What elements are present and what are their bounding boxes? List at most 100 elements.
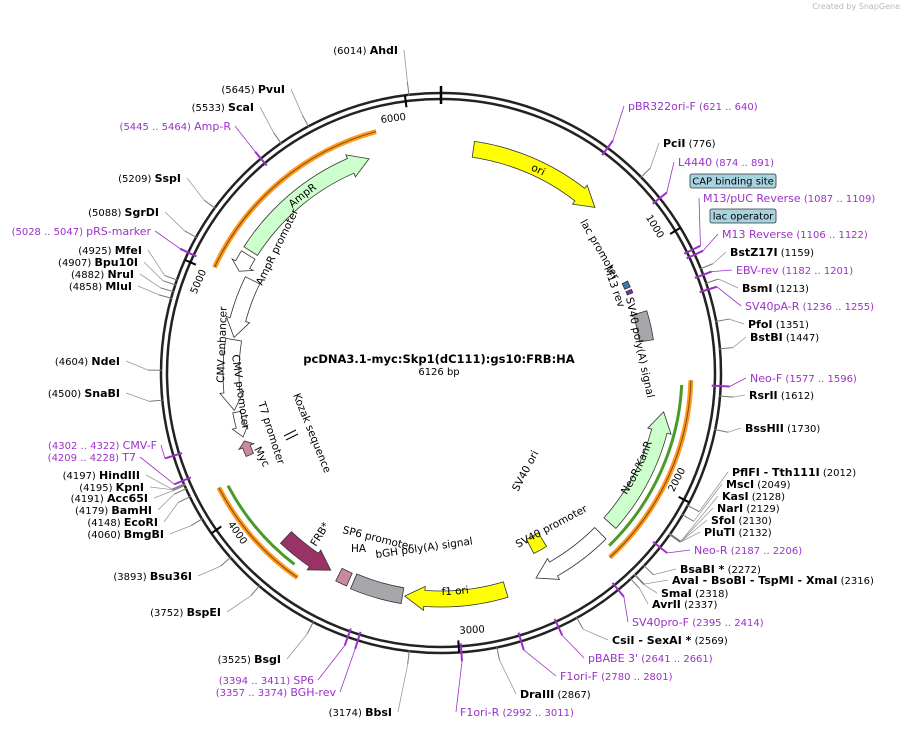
enzyme-tick	[149, 399, 164, 402]
ha-label: HA	[351, 543, 367, 555]
primer-tick	[686, 249, 704, 260]
enzyme-bstz17i: BstZ17I (1159)	[730, 246, 814, 259]
primer-tick	[601, 140, 614, 156]
primer-range: (2992 .. 3011)	[502, 708, 574, 719]
enzyme-bbsi: (3174) BbsI	[329, 706, 392, 719]
enzyme-leader	[693, 483, 723, 522]
enzyme-ahdi: (6014) AhdI	[333, 44, 398, 57]
sv40-polyA-label: SV40 poly(A) signal	[623, 296, 656, 399]
enzyme-bpu10i: (4907) Bpu10I	[58, 256, 138, 269]
primer-bgh-rev: (3357 .. 3374) BGH-rev	[216, 686, 337, 699]
enzyme-avrii: AvrII (2337)	[652, 598, 717, 611]
enzyme-position: (5645)	[221, 85, 254, 96]
enzyme-position: (2569)	[695, 636, 728, 647]
primer-range: (1182 .. 1201)	[782, 266, 854, 277]
primer-t7: (4209 .. 4228) T7	[48, 451, 136, 464]
enzyme-leader	[644, 579, 669, 585]
enzyme-position: (6014)	[333, 46, 366, 57]
enzyme-tick	[164, 275, 179, 281]
enzyme-nari: NarI (2129)	[717, 502, 780, 515]
primer-range: (874 .. 891)	[715, 158, 774, 169]
enzyme-position: (4907)	[58, 258, 91, 269]
primer-name: pRS-marker	[86, 225, 151, 238]
neo-green-line	[608, 384, 684, 547]
ruler-label: 3000	[459, 624, 485, 637]
primer-leader	[139, 456, 175, 485]
primer-name: L4440	[678, 156, 712, 169]
enzyme-tick	[686, 504, 700, 513]
primer-sp6: (3394 .. 3411) SP6	[219, 674, 314, 687]
primer-range: (3394 .. 3411)	[219, 676, 291, 687]
enzyme-position: (3525)	[218, 655, 251, 666]
primer-leader	[523, 649, 557, 677]
enzyme-tick	[171, 483, 186, 490]
enzyme-leader	[143, 261, 164, 281]
enzyme-name: NarI	[717, 502, 743, 515]
m13-rev-label: M13 rev	[601, 265, 627, 309]
ruler-tick	[457, 640, 461, 653]
kozak-label: Kozak sequence	[290, 392, 333, 475]
lac-promoter-block	[621, 280, 631, 290]
enzyme-position: (5088)	[88, 208, 121, 219]
enzyme-tick	[158, 294, 173, 299]
enzyme-name: CsiI - SexAI *	[612, 634, 692, 647]
ruler-tick	[669, 226, 681, 235]
primer-tick	[354, 631, 362, 650]
primer-leader	[666, 161, 675, 193]
enzyme-tick	[406, 81, 410, 96]
primer-leader	[561, 635, 585, 659]
enzyme-position: (776)	[689, 139, 716, 150]
enzyme-leader	[186, 177, 205, 201]
enzyme-tick	[705, 278, 719, 284]
enzyme-sspi: (5209) SspI	[118, 172, 181, 185]
primer-name: BGH-rev	[290, 686, 336, 699]
enzyme-name: BsgI	[254, 653, 281, 666]
enzyme-tick	[718, 347, 733, 350]
primer-range: (5028 .. 5047)	[12, 227, 84, 238]
enzyme-name: Bsu36I	[150, 570, 192, 583]
cap-binding-site: CAP binding site	[692, 177, 774, 188]
primer-leader	[612, 105, 625, 141]
enzyme-bsu36i: (3893) Bsu36I	[113, 570, 192, 583]
enzyme-position: (3174)	[329, 708, 362, 719]
enzyme-name: KasI	[722, 490, 749, 503]
cmv-promoter-arrow	[219, 337, 245, 412]
primer-tick	[711, 384, 730, 388]
enzyme-leader	[727, 427, 742, 433]
enzyme-snabi: (4500) SnaBI	[48, 387, 120, 400]
primer-name: Neo-F	[750, 372, 782, 385]
primer-name: M13/pUC Reverse	[703, 192, 801, 205]
enzyme-pflfi-tth111i: PflFI - Tth111I (2012)	[732, 466, 856, 479]
cap-binding-site-box	[689, 173, 777, 189]
enzyme-name: BamHI	[111, 504, 152, 517]
enzyme-position: (1159)	[781, 248, 814, 259]
cmv-enhancer-label: CMV enhancer	[215, 306, 230, 383]
primer-range: (5445 .. 5464)	[120, 122, 192, 133]
neor-arrow	[603, 411, 672, 530]
enzyme-position: (1612)	[781, 391, 814, 402]
enzyme-leader	[125, 392, 150, 402]
enzyme-tick	[306, 621, 315, 634]
lac-operator: lac operator	[713, 212, 774, 223]
enzyme-tick	[220, 556, 232, 567]
enzyme-kpni: (4195) KpnI	[79, 481, 144, 494]
snapgene-watermark: Created by SnapGene	[812, 2, 900, 11]
enzyme-name: Acc65I	[107, 492, 148, 505]
enzyme-position: (4882)	[71, 270, 104, 281]
ruler-label: 1000	[643, 213, 666, 240]
enzyme-leader	[226, 595, 251, 613]
primer-range: (2187 .. 2206)	[731, 546, 803, 557]
enzyme-leader	[157, 493, 175, 511]
kozak-mark	[285, 433, 299, 441]
primer-range: (4209 .. 4228)	[48, 453, 120, 464]
enzyme-leader	[397, 664, 409, 713]
ruler-label: 5000	[189, 268, 209, 296]
primer-name: Amp-R	[194, 120, 231, 133]
frb-arrow	[279, 531, 332, 571]
enzyme-name: SgrDI	[125, 206, 159, 219]
enzyme-draiii: DraIII (2867)	[520, 688, 591, 701]
enzyme-name: RsrII	[749, 389, 778, 402]
primer-name: Neo-R	[694, 544, 728, 557]
primer-m13-puc-reverse: M13/pUC Reverse (1087 .. 1109)	[703, 192, 875, 205]
primer-leader	[716, 286, 742, 307]
